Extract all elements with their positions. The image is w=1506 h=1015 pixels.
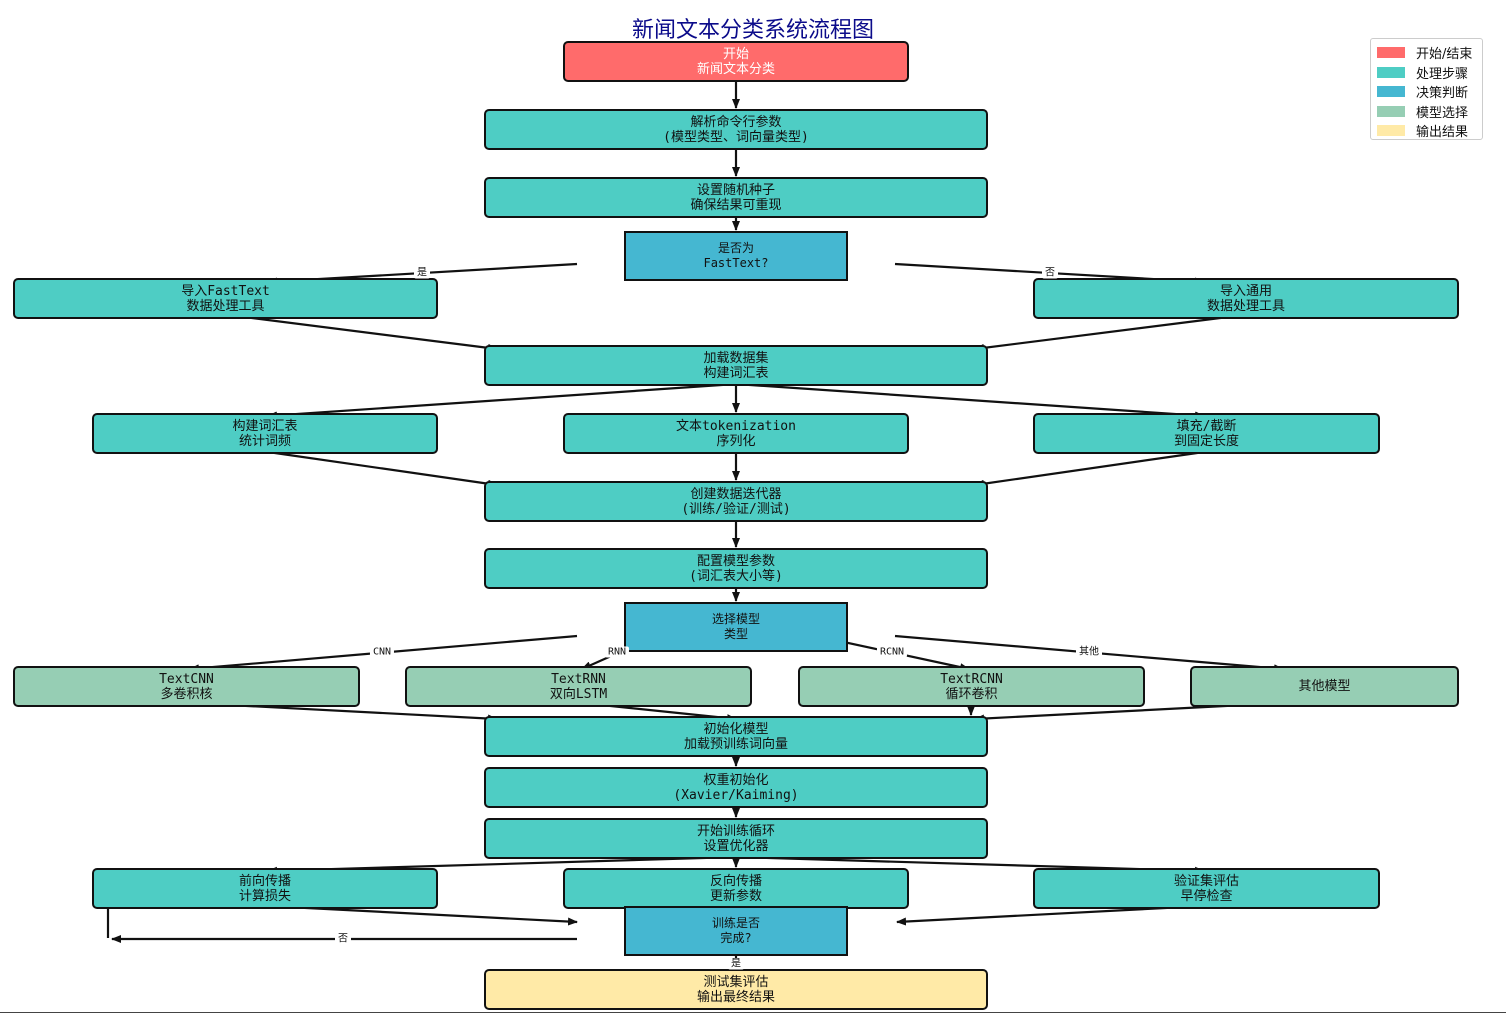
legend-item-process: 处理步骤 — [1377, 63, 1482, 83]
edge-label-not-done: 否 — [335, 933, 351, 945]
node-init-model: 初始化模型 加载预训练词向量 — [484, 716, 988, 757]
edge-label-rnn: RNN — [604, 646, 630, 658]
node-textrcnn: TextRCNN 循环卷积 — [798, 666, 1145, 707]
diagram-title: 新闻文本分类系统流程图 — [631, 18, 874, 43]
node-create-iterator: 创建数据迭代器 (训练/验证/测试) — [484, 481, 988, 522]
node-validate: 验证集评估 早停检查 — [1033, 868, 1380, 909]
node-is-fasttext: 是否为 FastText? — [624, 231, 848, 281]
bottom-rule — [0, 1012, 1506, 1013]
node-config-model: 配置模型参数 (词汇表大小等) — [484, 548, 988, 589]
edge-label-done: 是 — [728, 958, 744, 970]
node-set-seed: 设置随机种子 确保结果可重现 — [484, 177, 988, 218]
node-build-vocab: 构建词汇表 统计词频 — [92, 413, 438, 454]
legend-item-model: 模型选择 — [1377, 102, 1482, 122]
legend-label: 模型选择 — [1416, 105, 1469, 121]
node-train-loop: 开始训练循环 设置优化器 — [484, 818, 988, 859]
legend-item-output: 输出结果 — [1377, 121, 1482, 141]
legend-item-start-end: 开始/结束 — [1377, 43, 1482, 63]
edge-label-rcnn: RCNN — [876, 646, 908, 658]
node-pad-truncate: 填充/截断 到固定长度 — [1033, 413, 1380, 454]
legend: 开始/结束 处理步骤 决策判断 模型选择 输出结果 — [1370, 38, 1483, 140]
edge-label-yes-fasttext: 是 — [414, 267, 430, 279]
legend-swatch — [1377, 125, 1405, 137]
node-textcnn: TextCNN 多卷积核 — [13, 666, 360, 707]
node-load-data: 加载数据集 构建词汇表 — [484, 345, 988, 386]
legend-label: 开始/结束 — [1416, 47, 1473, 63]
node-train-done: 训练是否 完成? — [624, 906, 848, 956]
edge-label-other: 其他 — [1076, 646, 1102, 658]
edge-label-no-fasttext: 否 — [1042, 267, 1058, 279]
node-backward: 反向传播 更新参数 — [563, 868, 909, 909]
node-test-eval: 测试集评估 输出最终结果 — [484, 969, 988, 1010]
edge-load-to-pad — [735, 382, 1205, 420]
legend-swatch — [1377, 105, 1405, 117]
legend-label: 处理步骤 — [1416, 66, 1469, 82]
edge-general-to-load — [974, 313, 1245, 352]
legend-label: 决策判断 — [1416, 86, 1469, 102]
edge-fasttext-to-load — [227, 313, 498, 352]
edge-load-to-vocab — [267, 382, 737, 420]
node-select-model: 选择模型 类型 — [624, 602, 848, 652]
node-textrnn: TextRNN 双向LSTM — [405, 666, 752, 707]
node-parse-args: 解析命令行参数 (模型类型、词向量类型) — [484, 109, 988, 150]
node-import-general: 导入通用 数据处理工具 — [1033, 278, 1459, 319]
legend-label: 输出结果 — [1416, 125, 1469, 141]
node-weight-init: 权重初始化 (Xavier/Kaiming) — [484, 767, 988, 808]
node-start: 开始 新闻文本分类 — [563, 41, 909, 82]
edge-vocab-to-iter — [267, 450, 498, 488]
legend-item-decision: 决策判断 — [1377, 82, 1482, 102]
edge-pad-to-iter — [974, 450, 1205, 488]
legend-swatch — [1377, 47, 1405, 59]
edge-label-cnn: CNN — [369, 646, 395, 658]
node-import-fasttext: 导入FastText 数据处理工具 — [13, 278, 438, 319]
legend-swatch — [1377, 66, 1405, 78]
legend-swatch — [1377, 86, 1405, 98]
node-tokenize: 文本tokenization 序列化 — [563, 413, 909, 454]
node-other-model: 其他模型 — [1190, 666, 1459, 707]
node-forward: 前向传播 计算损失 — [92, 868, 438, 909]
